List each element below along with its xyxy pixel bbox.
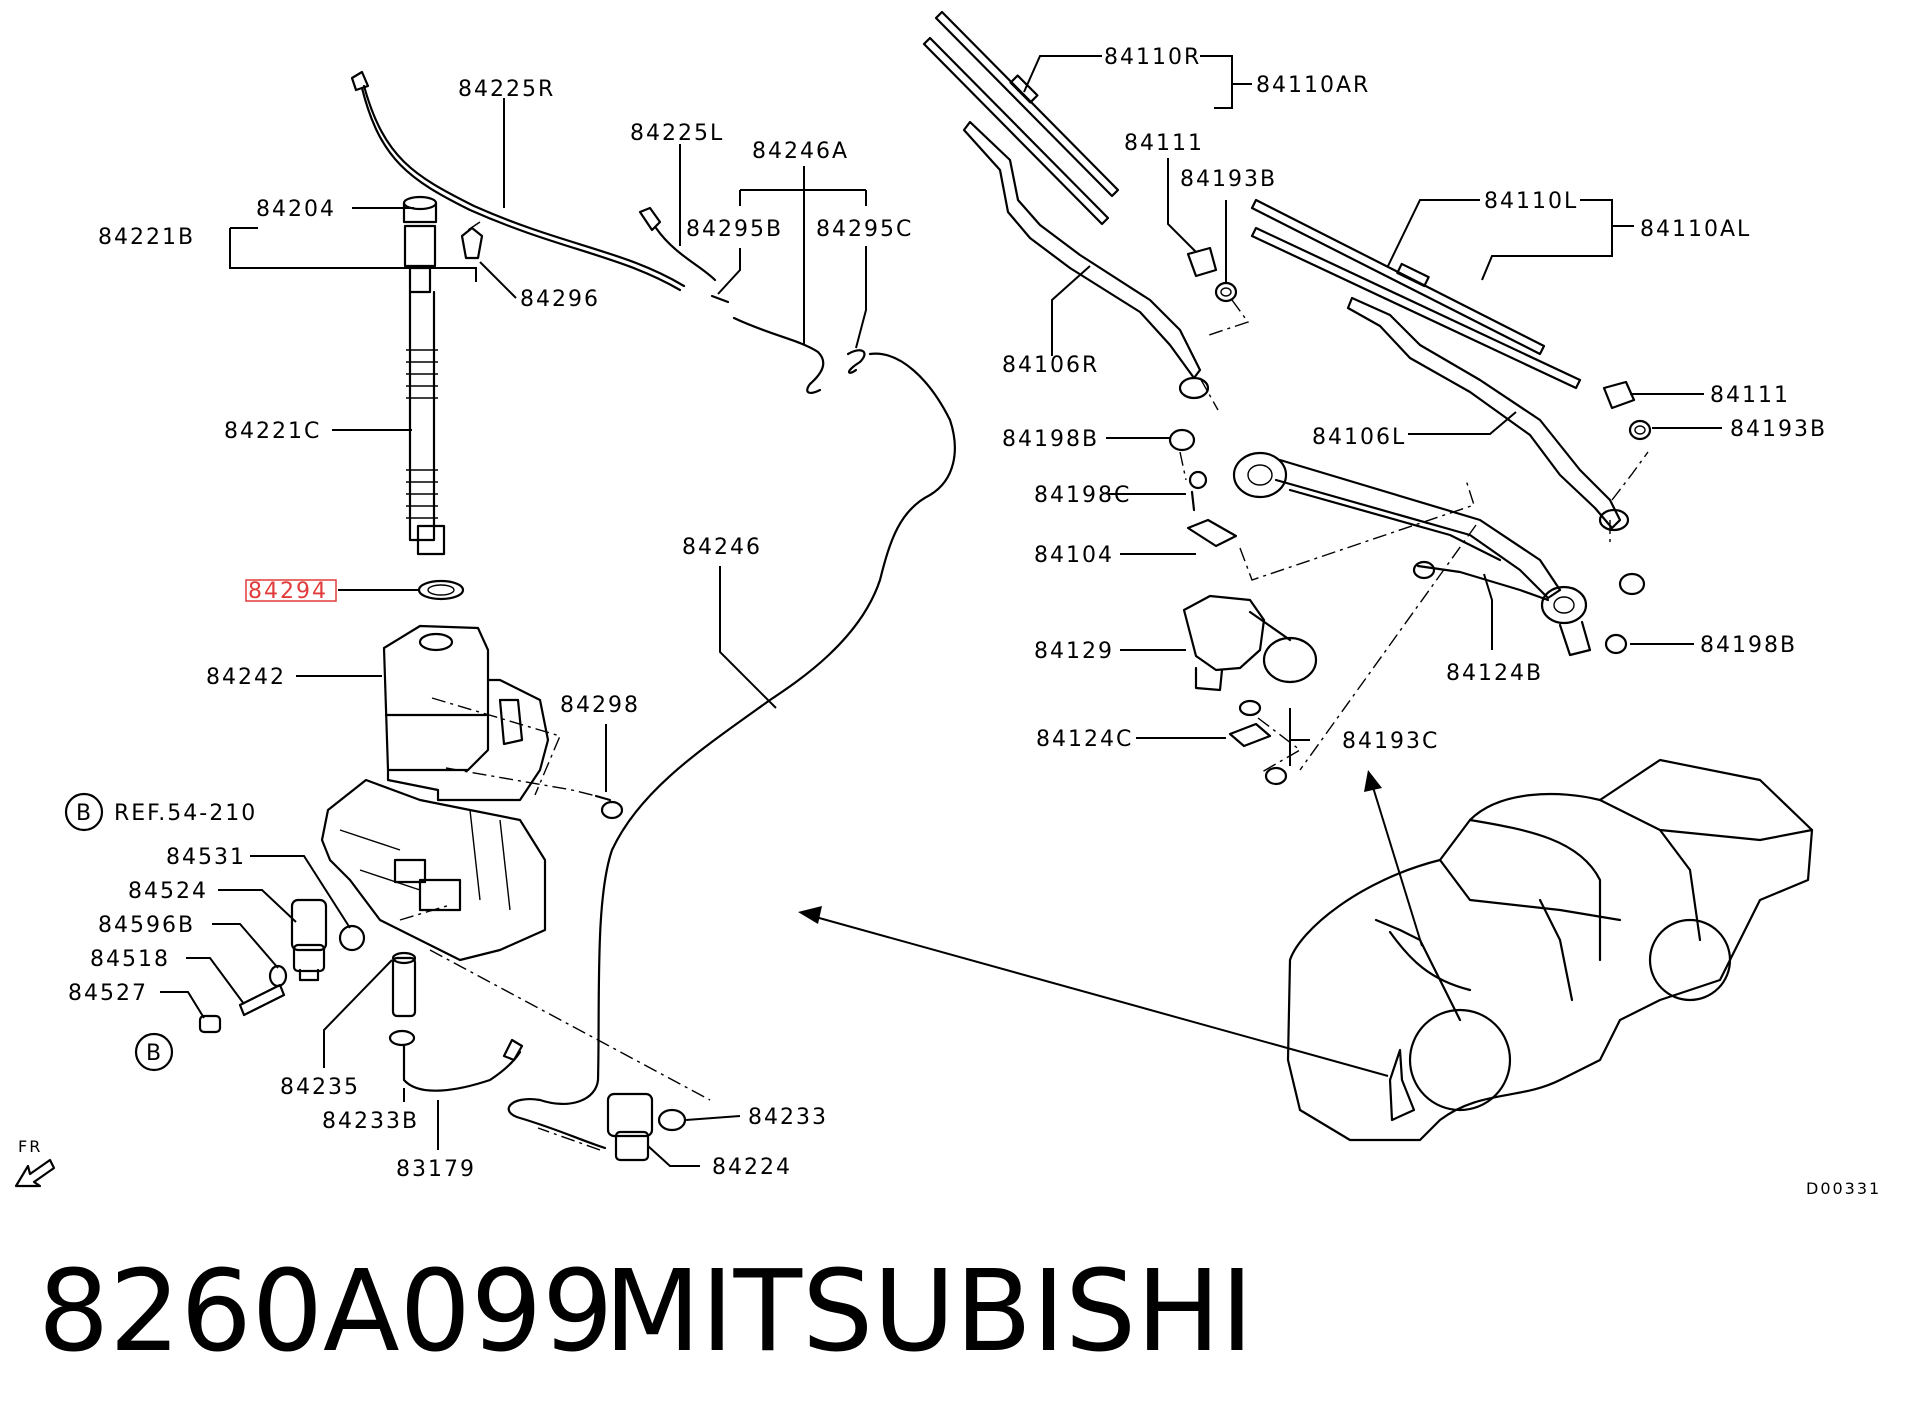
wiper-blade-84110R [922,10,1120,226]
label-84295C: 84295C [816,217,913,242]
hose-84225R [350,70,686,292]
hose-84233B [402,1038,524,1092]
callout-labels: 84225R 84225L 84246A 84204 84221B 84295B… [64,45,1827,1182]
label-84106L: 84106L [1312,425,1406,450]
marker-b-ref: B [64,792,104,832]
label-84242: 84242 [206,665,286,690]
leader-lines [160,55,1722,1167]
label-84246A: 84246A [752,139,849,164]
marker-b-bottom-text: B [146,1041,161,1066]
label-84296: 84296 [520,287,600,312]
label-84235: 84235 [280,1075,360,1100]
bolt-84298 [594,794,624,820]
cap-84111-lower [1602,380,1652,441]
label-84110AL: 84110AL [1640,217,1751,242]
wiper-arm-84106R [962,120,1210,400]
callout-arrows [798,770,1423,1077]
label-84233B: 84233B [322,1109,419,1134]
label-84104: 84104 [1034,543,1114,568]
label-84204: 84204 [256,197,336,222]
label-84124B: 84124B [1446,661,1543,686]
wiper-arm-84106L [1346,296,1630,532]
drawing-code: D00331 [1806,1179,1881,1198]
footer-part-number: 8260A099 [38,1247,613,1377]
label-84524: 84524 [128,879,208,904]
label-84110R: 84110R [1104,45,1201,70]
wiper-linkage [1168,428,1646,786]
label-83179: 83179 [396,1157,476,1182]
cap-84111-upper [1186,246,1238,303]
rear-pump-84224 [606,1092,687,1162]
label-84129: 84129 [1034,639,1114,664]
grommet-84235 [388,951,417,1047]
dashed-leaders-left [399,221,711,1151]
label-84596B: 84596B [98,913,195,938]
label-84198B-lower: 84198B [1700,633,1797,658]
label-84193B-lower: 84193B [1730,417,1827,442]
label-84198B-upper: 84198B [1002,427,1099,452]
label-84110L: 84110L [1484,189,1578,214]
footer-brand: MITSUBISHI [604,1247,1253,1377]
label-84124C: 84124C [1036,727,1133,752]
highlight-84294 [245,579,337,602]
label-84294: 84294 [248,579,328,604]
fr-label: FR [18,1137,42,1156]
label-84111-upper: 84111 [1124,131,1204,156]
hose-84225L [507,206,956,1150]
clip-84296 [460,226,484,260]
reservoir-tank-84242 [320,624,550,962]
label-84106R: 84106R [1002,353,1099,378]
dashed-leaders-right [1179,299,1649,773]
label-84225L: 84225L [630,121,724,146]
label-84246: 84246 [682,535,762,560]
label-84233: 84233 [748,1105,828,1130]
label-84111-lower: 84111 [1710,383,1790,408]
o-ring-84294 [417,579,465,601]
label-84193C: 84193C [1342,729,1439,754]
marker-b-ref-text: B [76,801,91,826]
label-ref-54-210: REF.54-210 [114,801,257,826]
front-direction-indicator: FR [14,1137,56,1188]
label-84198C: 84198C [1034,483,1131,508]
label-84531: 84531 [166,845,246,870]
label-84295B: 84295B [686,217,783,242]
filler-neck [402,195,446,556]
label-84527: 84527 [68,981,148,1006]
label-84221C: 84221C [224,419,321,444]
label-84110AR: 84110AR [1256,73,1370,98]
label-84298: 84298 [560,693,640,718]
truck-illustration [1286,758,1814,1142]
front-pump-84524 [198,898,366,1034]
marker-b-bottom: B [134,1032,174,1072]
label-84518: 84518 [90,947,170,972]
label-84221B: 84221B [98,225,195,250]
label-84224: 84224 [712,1155,792,1180]
label-84193B-upper: 84193B [1180,167,1277,192]
label-84225R: 84225R [458,77,555,102]
wiper-blade-84110L [1250,198,1582,390]
